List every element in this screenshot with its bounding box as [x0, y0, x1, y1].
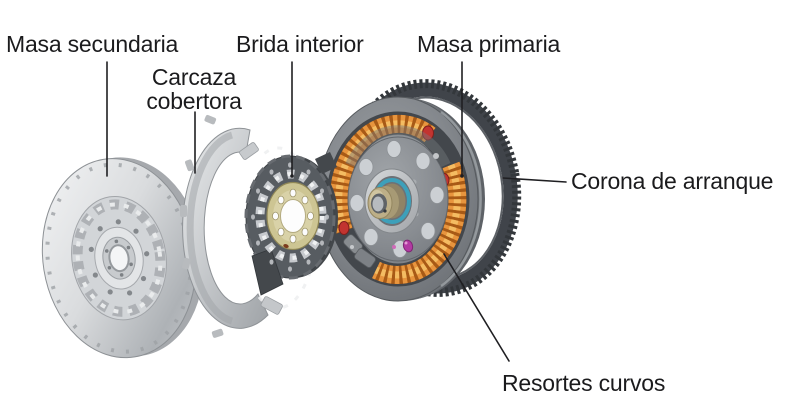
label-carcaza-cobertora: Carcaza cobertora — [131, 65, 257, 113]
leader-corona — [502, 177, 567, 183]
label-corona-de-arranque: Corona de arranque — [571, 168, 774, 194]
gold-ring-holes — [272, 188, 314, 244]
secondary-mass-disc — [41, 157, 204, 359]
flange-bore — [280, 199, 306, 233]
label-masa-primaria: Masa primaria — [417, 31, 561, 57]
label-carcaza-line1: Carcaza — [151, 64, 237, 90]
center-bore — [108, 244, 130, 273]
curved-spring-right — [372, 161, 467, 284]
label-masa-secundaria: Masa secundaria — [6, 31, 179, 57]
shell-tabs — [180, 114, 224, 338]
label-brida-interior: Brida interior — [236, 31, 364, 57]
inner-flange-disc — [244, 152, 338, 296]
spring-end-cap — [422, 125, 434, 141]
label-resortes-curvos: Resortes curvos — [502, 370, 666, 396]
curved-spring-left — [329, 114, 436, 234]
flange-tab — [315, 152, 337, 174]
leader-lines — [106, 61, 567, 362]
label-carcaza-line2: cobertora — [146, 88, 242, 115]
hub — [364, 168, 420, 234]
leader-resortes — [443, 253, 510, 362]
cover-housing-shell — [180, 114, 318, 338]
primary-mass-flywheel — [302, 96, 485, 302]
flange-rim-holes — [251, 162, 329, 272]
bolt-holes — [88, 219, 150, 296]
flange-tab — [251, 248, 284, 296]
spring-end-cap — [338, 221, 350, 235]
